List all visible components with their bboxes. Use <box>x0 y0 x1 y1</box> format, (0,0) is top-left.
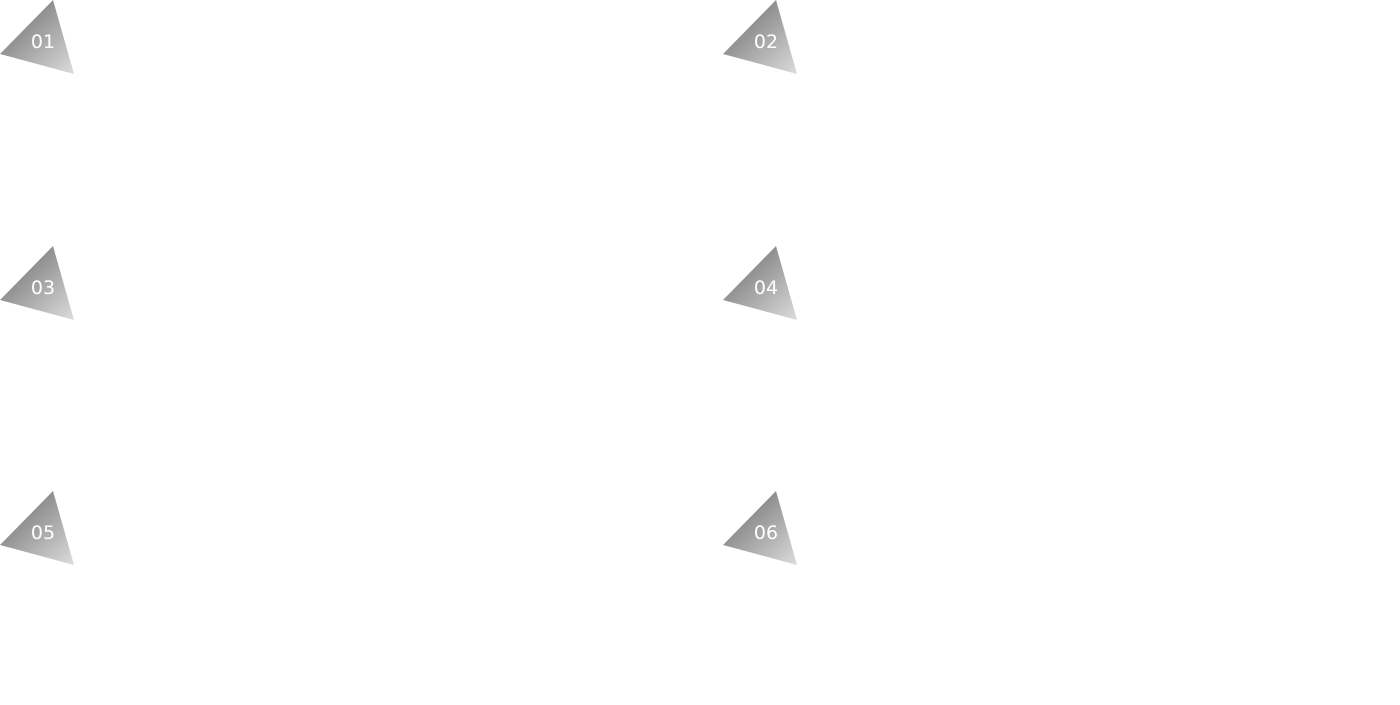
marker-05: 05 <box>0 491 76 567</box>
marker-number: 06 <box>753 522 779 544</box>
triangle-marker-icon <box>0 246 74 320</box>
marker-number: 01 <box>30 31 56 53</box>
marker-number: 02 <box>753 31 779 53</box>
marker-06: 06 <box>723 491 799 567</box>
marker-number: 05 <box>30 522 56 544</box>
triangle-marker-icon <box>723 246 797 320</box>
marker-02: 02 <box>723 0 799 76</box>
marker-01: 01 <box>0 0 76 76</box>
marker-number: 04 <box>753 277 779 299</box>
triangle-marker-icon <box>0 491 74 565</box>
triangle-marker-icon <box>723 0 797 74</box>
marker-number: 03 <box>30 277 56 299</box>
marker-04: 04 <box>723 246 799 322</box>
triangle-marker-icon <box>723 491 797 565</box>
marker-03: 03 <box>0 246 76 322</box>
triangle-marker-icon <box>0 0 74 74</box>
